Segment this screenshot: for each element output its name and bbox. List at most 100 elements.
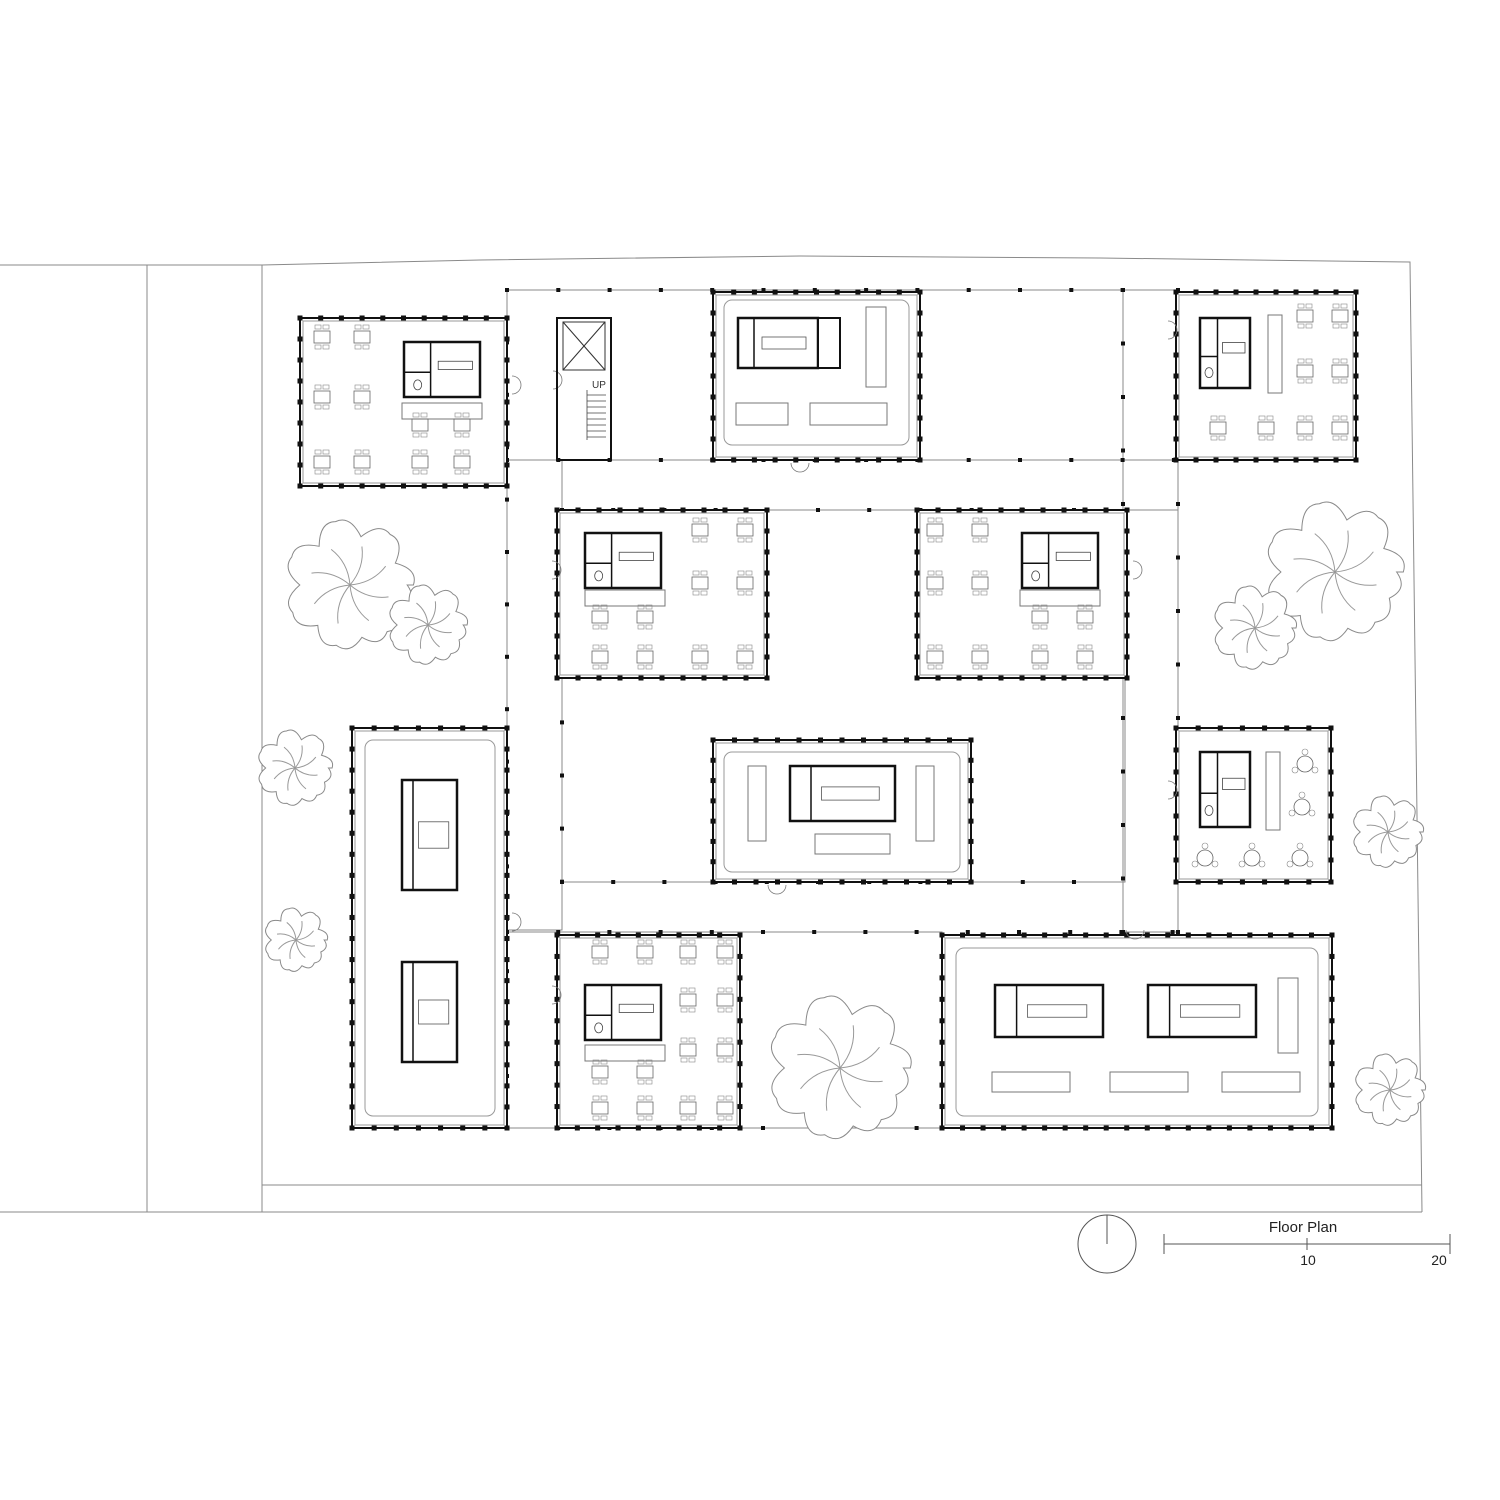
- stair-up-label: UP: [592, 380, 606, 391]
- table-set: [679, 1095, 697, 1121]
- meeting-room: [400, 778, 459, 892]
- table-set: [1331, 303, 1349, 329]
- table-set: [926, 644, 944, 670]
- table-set: [591, 1095, 609, 1121]
- counter: [1109, 1071, 1189, 1093]
- counter: [1265, 751, 1281, 831]
- pavilion: [710, 737, 974, 885]
- table-set: [1076, 604, 1094, 630]
- table-set: [736, 570, 754, 596]
- table-set: [453, 412, 471, 438]
- table-set: [1296, 415, 1314, 441]
- tree-icon: [389, 584, 469, 665]
- counter: [915, 765, 935, 842]
- table-set: [636, 1095, 654, 1121]
- table-set: [1257, 415, 1275, 441]
- table-set: [636, 939, 654, 965]
- table-set: [353, 449, 371, 475]
- scale-tick-10: 10: [1300, 1252, 1316, 1268]
- round-table: [1191, 842, 1219, 868]
- meeting-room: [788, 764, 897, 823]
- counter: [735, 402, 789, 426]
- table-set: [313, 324, 331, 350]
- table-set: [926, 517, 944, 543]
- round-table: [1238, 842, 1266, 868]
- table-set: [1031, 644, 1049, 670]
- pavilion: [554, 932, 743, 1131]
- counter: [1267, 314, 1283, 394]
- door: [790, 462, 810, 473]
- table-set: [1331, 415, 1349, 441]
- round-table: [1291, 748, 1319, 774]
- tree-icon: [287, 519, 415, 650]
- table-set: [716, 1095, 734, 1121]
- pavilion: [1173, 725, 1334, 885]
- pavilion: [349, 725, 510, 1131]
- table-set: [971, 517, 989, 543]
- table-set: [353, 324, 371, 350]
- pavilion: [939, 932, 1335, 1131]
- table-set: [411, 412, 429, 438]
- door: [511, 375, 522, 395]
- table-set: [691, 644, 709, 670]
- round-table: [1288, 791, 1316, 817]
- table-set: [1209, 415, 1227, 441]
- tree-icon: [1214, 585, 1298, 670]
- door: [552, 370, 563, 390]
- table-set: [1296, 303, 1314, 329]
- table-set: [313, 449, 331, 475]
- tree-icon: [1355, 1053, 1427, 1126]
- table-set: [716, 939, 734, 965]
- pavilion: [710, 289, 923, 463]
- counter: [814, 833, 891, 855]
- table-set: [353, 384, 371, 410]
- table-set: [591, 1059, 609, 1085]
- door: [551, 985, 562, 1005]
- scale-bar: [1163, 1234, 1451, 1254]
- table-set: [736, 517, 754, 543]
- counter: [584, 589, 666, 607]
- table-set: [636, 644, 654, 670]
- counter: [1277, 977, 1299, 1054]
- pavilion: [1173, 289, 1359, 463]
- table-set: [636, 1059, 654, 1085]
- tree-icon: [1267, 501, 1405, 642]
- counter: [1019, 589, 1101, 607]
- counter: [865, 306, 887, 388]
- door: [1167, 780, 1178, 800]
- table-set: [971, 570, 989, 596]
- north-arrow-icon: [1077, 1214, 1137, 1274]
- tree-icon: [770, 995, 912, 1140]
- door: [551, 560, 562, 580]
- door: [1125, 929, 1145, 940]
- table-set: [411, 449, 429, 475]
- table-set: [1031, 604, 1049, 630]
- table-set: [691, 517, 709, 543]
- pavilion: [554, 507, 770, 681]
- scale-tick-20: 20: [1431, 1252, 1447, 1268]
- door: [1167, 320, 1178, 340]
- table-set: [736, 644, 754, 670]
- tree-icon: [265, 907, 329, 972]
- round-table: [1286, 842, 1314, 868]
- table-set: [716, 1037, 734, 1063]
- counter: [1221, 1071, 1301, 1093]
- pavilion: [914, 507, 1130, 681]
- stair-core: UP: [556, 317, 612, 461]
- counter: [991, 1071, 1071, 1093]
- table-set: [1296, 358, 1314, 384]
- table-set: [636, 604, 654, 630]
- pavilions: [297, 289, 1359, 1131]
- table-set: [591, 939, 609, 965]
- tree-icon: [1353, 795, 1425, 868]
- table-set: [591, 604, 609, 630]
- table-set: [453, 449, 471, 475]
- meeting-room: [993, 983, 1105, 1039]
- table-set: [679, 939, 697, 965]
- counter: [584, 1044, 666, 1062]
- table-set: [591, 644, 609, 670]
- trees: [258, 501, 1427, 1140]
- table-set: [1331, 358, 1349, 384]
- meeting-room: [400, 960, 459, 1064]
